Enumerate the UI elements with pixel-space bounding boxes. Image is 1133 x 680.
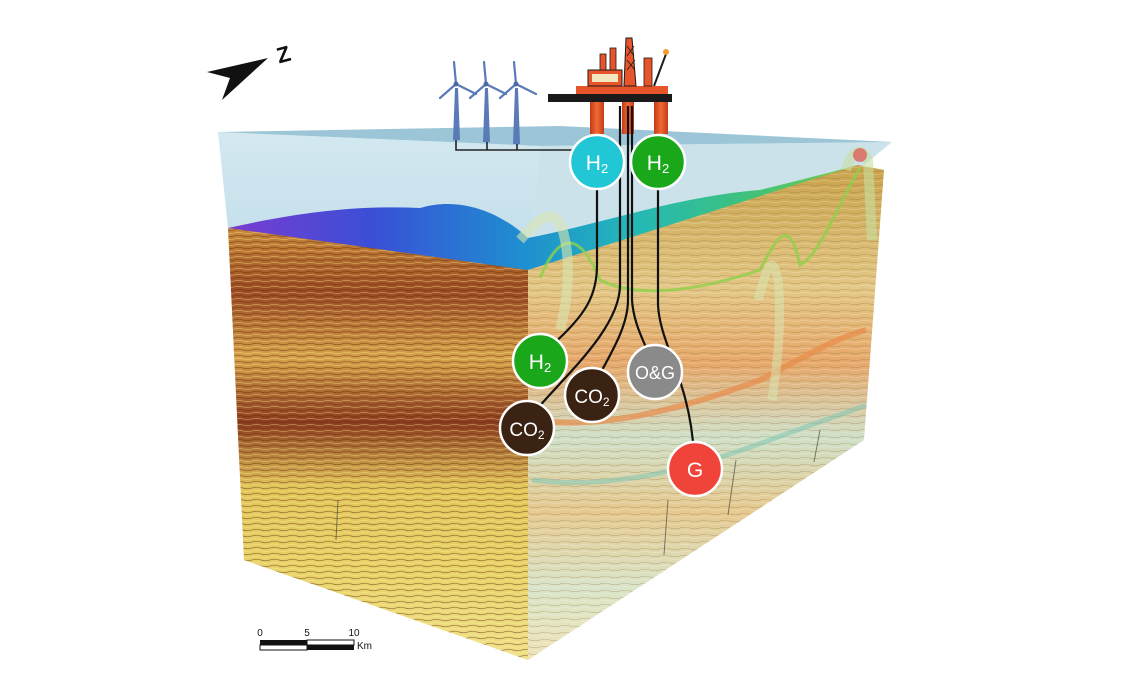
node-reservoir-g[interactable]: G bbox=[666, 440, 724, 498]
svg-text:H2: H2 bbox=[529, 351, 551, 375]
node-reservoir-og[interactable]: O&G bbox=[626, 343, 684, 401]
node-label-sub: 2 bbox=[601, 161, 608, 176]
svg-text:H2: H2 bbox=[586, 152, 608, 176]
wind-turbine-icon bbox=[438, 60, 590, 151]
platform-deck bbox=[548, 94, 672, 102]
node-label-sub: 2 bbox=[662, 161, 669, 176]
node-label-main: G bbox=[687, 459, 703, 482]
node-label-sub: 2 bbox=[538, 428, 545, 442]
fault-lines bbox=[335, 429, 821, 556]
svg-text:O&G: O&G bbox=[635, 363, 675, 383]
svg-text:CO2: CO2 bbox=[574, 387, 610, 409]
flare bbox=[663, 49, 669, 55]
wind-turbine-2 bbox=[468, 60, 508, 142]
side-strata-texture bbox=[528, 165, 884, 660]
node-reservoir-h2[interactable]: H2 bbox=[511, 332, 569, 390]
node-label-main: H bbox=[529, 351, 544, 374]
platform-legs bbox=[590, 100, 604, 134]
north-arrow-icon: Z bbox=[207, 41, 293, 100]
svg-text:CO2: CO2 bbox=[509, 420, 545, 442]
scale-tick-0: 0 bbox=[257, 628, 263, 639]
offshore-platform-icon bbox=[548, 37, 672, 134]
node-label-main: H bbox=[586, 152, 601, 175]
scale-bar-seg-1 bbox=[260, 640, 307, 645]
platform-deck-lower bbox=[576, 86, 668, 94]
diapir-left bbox=[516, 211, 573, 332]
derrick-lattice bbox=[626, 45, 636, 71]
platform-windows bbox=[592, 74, 618, 82]
node-label-sub: 2 bbox=[544, 360, 551, 375]
scale-bar: 0 5 10 Km bbox=[257, 628, 372, 652]
front-strata-texture bbox=[228, 228, 528, 660]
platform-leg-3 bbox=[654, 100, 668, 134]
scale-tick-5: 5 bbox=[304, 628, 310, 639]
node-surface-h2-blue[interactable]: H2 bbox=[568, 133, 626, 191]
scale-bar-seg-2 bbox=[306, 639, 355, 646]
node-label-main: H bbox=[647, 152, 662, 175]
node-reservoir-co2-a[interactable]: CO2 bbox=[498, 399, 556, 457]
platform-stack-1 bbox=[599, 53, 607, 71]
svg-text:G: G bbox=[687, 459, 703, 482]
scale-tick-10: 10 bbox=[348, 628, 360, 639]
flare-boom bbox=[653, 53, 667, 87]
north-arrow-head bbox=[207, 58, 268, 100]
scale-unit: Km bbox=[357, 641, 372, 652]
power-cable bbox=[455, 140, 590, 151]
well-h2-blue bbox=[551, 190, 599, 346]
platform-stack-3 bbox=[643, 57, 653, 87]
scale-bar-seg-3 bbox=[259, 644, 308, 651]
svg-text:H2: H2 bbox=[647, 152, 669, 176]
side-horizon-teal bbox=[531, 402, 867, 486]
node-label-main: CO bbox=[574, 387, 603, 408]
wind-turbine-1 bbox=[438, 60, 478, 140]
north-arrow-letter: Z bbox=[274, 41, 293, 69]
node-reservoir-co2-b[interactable]: CO2 bbox=[563, 366, 621, 424]
node-label-main: O&G bbox=[635, 363, 675, 383]
sea-surface bbox=[218, 126, 892, 146]
platform-stack-2 bbox=[609, 47, 617, 71]
wind-turbine-3 bbox=[498, 60, 538, 144]
side-horizon-green bbox=[538, 167, 862, 293]
node-label-main: CO bbox=[509, 420, 538, 441]
drilling-derrick bbox=[623, 37, 637, 87]
ridge-peak bbox=[853, 148, 867, 162]
well-co2-a bbox=[531, 106, 622, 416]
node-label-sub: 2 bbox=[603, 395, 610, 409]
scale-bar-seg-4 bbox=[307, 645, 354, 650]
diapir-mid bbox=[753, 260, 785, 401]
node-surface-h2-green[interactable]: H2 bbox=[629, 133, 687, 191]
seismic-block-icon bbox=[218, 126, 892, 660]
